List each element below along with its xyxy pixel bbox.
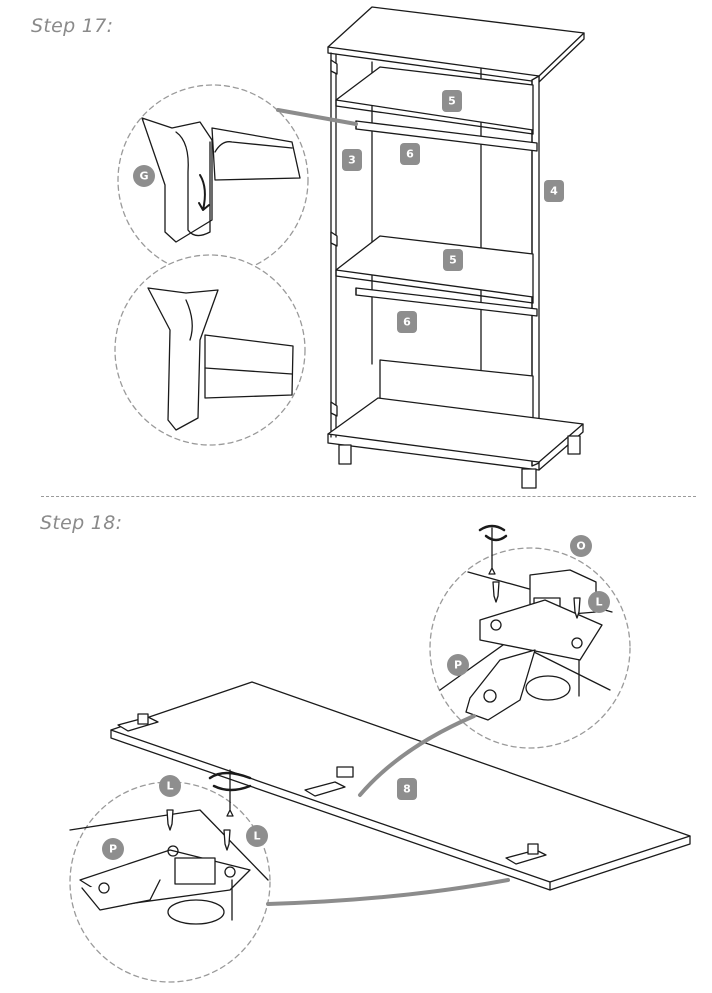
- pointer-line-right: [358, 714, 476, 797]
- hinge-detail-right: [429, 547, 631, 749]
- label-rail-bracket-text: G: [139, 170, 148, 183]
- label-hinge-right-text: P: [454, 659, 462, 672]
- hinge-detail-left: [69, 781, 271, 983]
- label-top-rail-text: 6: [406, 148, 414, 161]
- pointer-line-left: [266, 878, 510, 906]
- screwdriver-rotate-icon: [478, 524, 508, 575]
- label-lower-rail: 6: [397, 311, 417, 333]
- label-hinge-right: P: [447, 654, 469, 676]
- label-screwdriver-detail-text: O: [576, 540, 585, 553]
- screwdriver-rotate-icon: [208, 769, 252, 817]
- label-hinge-left-text: P: [109, 843, 117, 856]
- step-17-title: Step 17:: [31, 15, 114, 37]
- label-lower-shelf-text: 5: [449, 254, 457, 267]
- pointer-line-step17: [276, 108, 358, 126]
- label-left-side-text: 3: [348, 154, 356, 167]
- step-divider: [41, 496, 696, 497]
- label-screwdriver-detail: O: [570, 535, 592, 557]
- label-left-side: 3: [342, 149, 362, 171]
- label-top-rail: 6: [400, 143, 420, 165]
- label-screw-right: L: [588, 591, 610, 613]
- label-door: 8: [397, 778, 417, 800]
- wardrobe-illustration: [327, 6, 585, 489]
- label-lower-rail-text: 6: [403, 316, 411, 329]
- label-right-side-text: 4: [550, 185, 558, 198]
- label-top-shelf-text: 5: [448, 95, 456, 108]
- label-rail-bracket: G: [133, 165, 155, 187]
- label-lower-shelf: 5: [443, 249, 463, 271]
- rail-bracket-detail-bottom: [114, 254, 306, 446]
- label-screw-left-top-text: L: [166, 780, 173, 793]
- label-hinge-left: P: [102, 838, 124, 860]
- label-screw-left-side: L: [246, 825, 268, 847]
- label-right-side: 4: [544, 180, 564, 202]
- label-screw-left-top: L: [159, 775, 181, 797]
- label-screw-right-text: L: [595, 596, 602, 609]
- label-top-shelf: 5: [442, 90, 462, 112]
- step-18-title: Step 18:: [40, 512, 123, 534]
- label-screw-left-side-text: L: [253, 830, 260, 843]
- label-door-text: 8: [403, 783, 411, 796]
